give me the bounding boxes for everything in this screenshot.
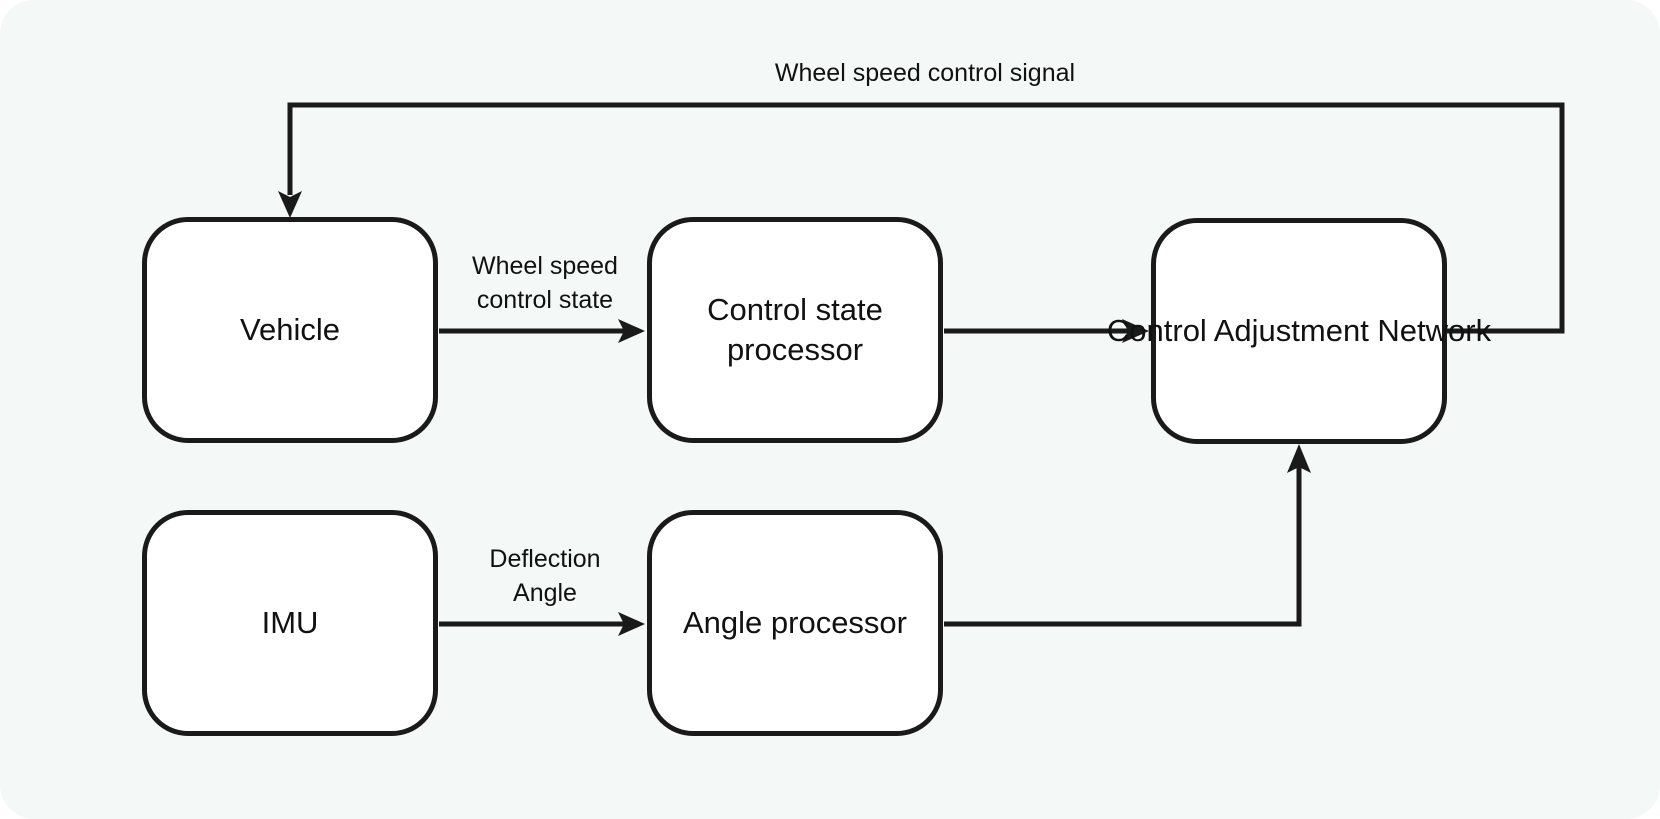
edge-label-deflection-angle: Deflection Angle	[489, 545, 601, 607]
node-control-adjustment-network: Control Adjustment Network	[1107, 218, 1491, 444]
node-control-state-processor: Control state processor	[647, 217, 943, 443]
edge-angle-to-can	[944, 444, 1311, 627]
arrowhead-icon	[618, 612, 645, 636]
node-imu-label: IMU	[261, 605, 319, 640]
edge-csp-to-can	[944, 319, 1149, 343]
arrowhead-icon	[1287, 444, 1311, 473]
node-control-adjustment-network-label: Control Adjustment Network	[1106, 313, 1492, 348]
node-angle-processor-label: Angle processor	[682, 605, 907, 640]
edge-imu-to-angle	[439, 612, 645, 636]
edge-label-wheel-speed-control-state: Wheel speed control state	[472, 252, 618, 314]
edge-vehicle-to-csp	[439, 319, 645, 343]
edge-label-wheel-speed-control-signal: Wheel speed control signal	[774, 59, 1076, 87]
node-vehicle: Vehicle	[142, 217, 438, 443]
edge-feedback-loop	[278, 102, 1565, 334]
arrowhead-icon	[278, 191, 302, 218]
node-imu: IMU	[142, 510, 438, 736]
node-vehicle-label: Vehicle	[240, 312, 340, 347]
node-angle-processor: Angle processor	[647, 510, 943, 736]
arrowhead-icon	[1122, 319, 1149, 343]
arrowhead-icon	[618, 319, 645, 343]
node-control-state-processor-label: Control state processor	[707, 292, 883, 367]
